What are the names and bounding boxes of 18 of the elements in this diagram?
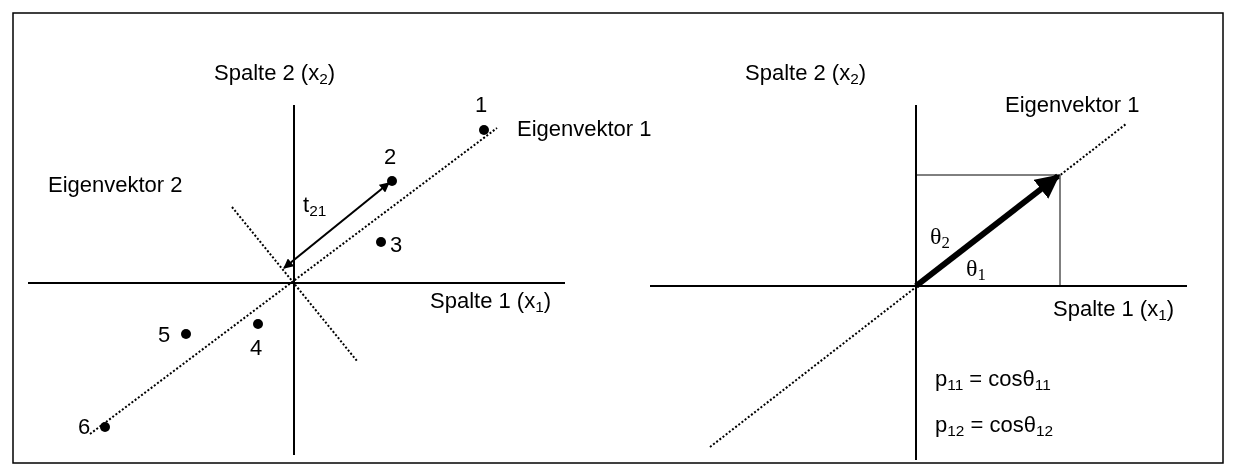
angle-label: θ$_{1}$ xyxy=(966,256,986,284)
point-number: 6 xyxy=(78,416,91,438)
axis-label: Spalte 1 (x$_{1}$) xyxy=(430,290,552,315)
point-number: 4 xyxy=(250,337,263,359)
point-number: 3 xyxy=(390,234,403,256)
symbol-label: t$_{21}$ xyxy=(303,194,327,219)
axis-label: Spalte 2 (x$_{2}$) xyxy=(745,62,867,87)
formula: p$_{12}$ = cosθ$_{12}$ xyxy=(935,414,1054,439)
point-number: 5 xyxy=(158,324,171,346)
point-number: 2 xyxy=(384,146,397,168)
point-number: 1 xyxy=(475,94,488,116)
vector-label: Eigenvektor 1 xyxy=(517,118,652,140)
axis-label: Spalte 1 (x$_{1}$) xyxy=(1053,298,1175,323)
vector-label: Eigenvektor 2 xyxy=(48,174,183,196)
formula: p$_{11}$ = cosθ$_{11}$ xyxy=(935,368,1051,393)
angle-label: θ$_{2}$ xyxy=(930,224,950,252)
vector-label: Eigenvektor 1 xyxy=(1005,94,1140,116)
axis-label: Spalte 2 (x$_{2}$) xyxy=(214,62,336,87)
